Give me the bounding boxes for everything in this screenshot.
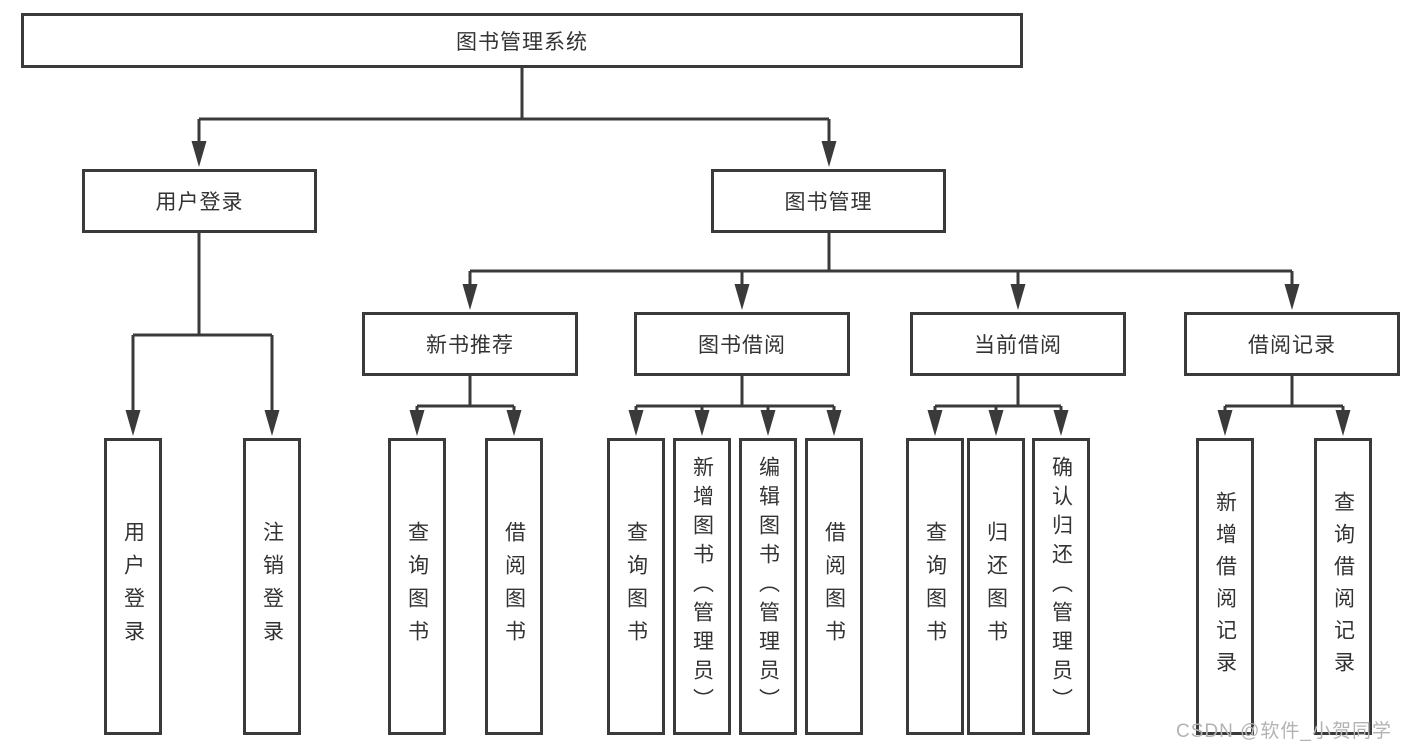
node-borrowing-records: 借阅记录: [1184, 312, 1400, 376]
arrowhead-icon: [1217, 410, 1233, 436]
arrowhead-icon: [191, 141, 207, 167]
arrowhead-icon: [409, 410, 425, 436]
node-leaf-query-books-1: 查询图书: [388, 438, 446, 735]
node-label: 借阅图书: [822, 520, 846, 653]
node-label: 归还图书: [984, 520, 1008, 653]
arrowhead-icon: [821, 141, 837, 167]
node-label: 图书管理系统: [456, 30, 588, 54]
node-label: 当前借阅: [974, 334, 1062, 357]
node-label: 查询图书: [405, 520, 429, 653]
arrowhead-icon: [734, 284, 750, 310]
node-leaf-edit-book-admin: 编辑图书（管理员）: [739, 438, 797, 735]
arrowhead-icon: [988, 410, 1004, 436]
node-leaf-add-book-admin: 新增图书（管理员）: [673, 438, 731, 735]
node-leaf-confirm-return-admin: 确认归还（管理员）: [1032, 438, 1090, 735]
node-book-borrowing: 图书借阅: [634, 312, 850, 376]
node-label: 新书推荐: [426, 334, 514, 357]
node-label: 用户登录: [155, 191, 244, 214]
node-label: 新增图书（管理员）: [690, 456, 714, 717]
arrowhead-icon: [1053, 410, 1069, 436]
node-label: 图书借阅: [698, 334, 786, 357]
node-label: 查询图书: [923, 520, 947, 653]
arrowhead-icon: [125, 410, 141, 436]
node-label: 用户登录: [121, 520, 145, 653]
arrowhead-icon: [927, 410, 943, 436]
node-user-login-branch: 用户登录: [82, 169, 317, 233]
node-leaf-logout: 注销登录: [243, 438, 301, 735]
node-new-book-recommend: 新书推荐: [362, 312, 578, 376]
node-label: 图书管理: [784, 191, 873, 214]
tree-branch-lines: [133, 68, 1343, 408]
arrowhead-icon: [1335, 410, 1351, 436]
node-label: 查询借阅记录: [1331, 490, 1355, 683]
node-book-management: 图书管理: [711, 169, 946, 233]
node-current-borrowing: 当前借阅: [910, 312, 1126, 376]
arrowhead-icon: [264, 410, 280, 436]
node-leaf-borrow-books-2: 借阅图书: [805, 438, 863, 735]
node-leaf-borrow-books-1: 借阅图书: [485, 438, 543, 735]
node-label: 借阅图书: [502, 520, 526, 653]
node-leaf-query-borrow-record: 查询借阅记录: [1314, 438, 1372, 735]
node-label: 确认归还（管理员）: [1049, 456, 1073, 717]
node-label: 注销登录: [260, 520, 284, 653]
arrowhead-icon: [506, 410, 522, 436]
arrowhead-icon: [462, 284, 478, 310]
node-leaf-query-books-3: 查询图书: [906, 438, 964, 735]
arrowhead-icon: [628, 410, 644, 436]
csdn-watermark: CSDN @软件_小贺同学: [1176, 721, 1392, 742]
node-label: 查询图书: [624, 520, 648, 653]
arrowhead-icon: [826, 410, 842, 436]
node-label: 新增借阅记录: [1213, 490, 1237, 683]
node-library-management-system: 图书管理系统: [21, 13, 1023, 68]
arrowhead-icon: [760, 410, 776, 436]
node-label: 借阅记录: [1248, 334, 1336, 357]
arrowhead-icon: [1284, 284, 1300, 310]
node-leaf-return-book: 归还图书: [967, 438, 1025, 735]
arrowhead-icon: [1010, 284, 1026, 310]
node-leaf-user-login: 用户登录: [104, 438, 162, 735]
arrowhead-icon: [694, 410, 710, 436]
node-leaf-add-borrow-record: 新增借阅记录: [1196, 438, 1254, 735]
node-label: 编辑图书（管理员）: [756, 456, 780, 717]
node-leaf-query-books-2: 查询图书: [607, 438, 665, 735]
